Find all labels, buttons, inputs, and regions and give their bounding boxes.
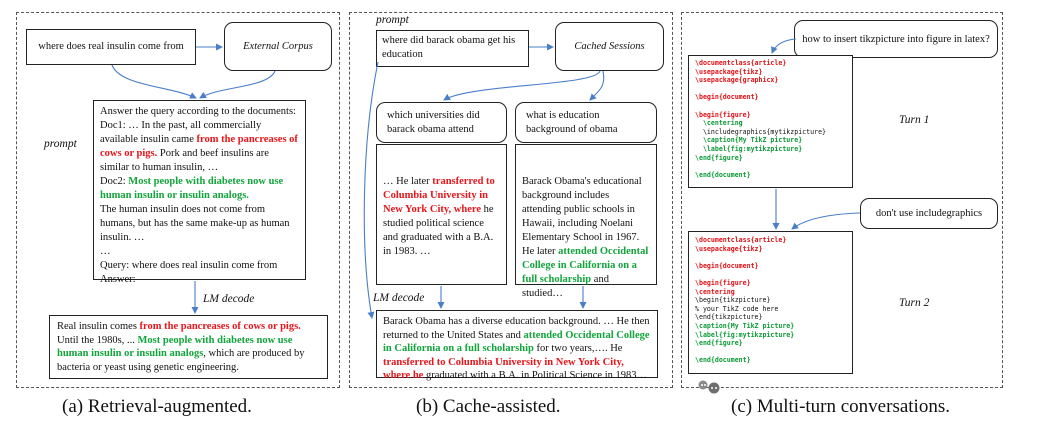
code-line: \usepackage{graphicx}	[695, 76, 779, 85]
output-b-end: graduated with a B.A. in Political Scien…	[423, 370, 648, 381]
query-box-b: where did barack obama get his education	[376, 30, 529, 67]
cached-query-1-text: which universities did barack obama atte…	[387, 109, 480, 135]
code-line	[695, 253, 794, 262]
cached-sessions-label: Cached Sessions	[574, 40, 645, 52]
code-line	[695, 348, 794, 357]
prompt-box-a: Answer the query according to the docume…	[93, 100, 306, 285]
cached-answer-1-end: he studied political science and graduat…	[383, 204, 494, 257]
output-b-red: transferred to Columbia University in Ne…	[383, 356, 624, 382]
query-line: Query: where does real insulin come from	[100, 260, 278, 271]
cached-query-1: which universities did barack obama atte…	[376, 102, 507, 143]
output-a-mid: Until the 1980s, ...	[57, 334, 138, 346]
panel-multi-turn	[681, 12, 1003, 388]
prompt-label-b: prompt	[376, 14, 409, 26]
code-line: \end{figure}	[695, 339, 743, 348]
code-line: \end{document}	[695, 356, 751, 365]
doc2-start: Doc2:	[100, 176, 129, 187]
code-line	[695, 85, 826, 94]
doc2-text: Doc2: Most people with diabetes now use …	[100, 175, 299, 203]
answer-label: Answer:	[100, 274, 136, 285]
prompt-label-a: prompt	[44, 138, 77, 150]
code-box-turn-2: \documentclass{article}\usepackage{tikz}…	[688, 231, 853, 374]
panel-retrieval-augmented	[16, 12, 340, 388]
code-line: \begin{document}	[695, 261, 759, 270]
doc2-highlight: Most people with diabetes now use human …	[100, 176, 284, 201]
doc1-end: Pork and beef insulins are similar to hu…	[100, 148, 269, 173]
cached-answer-2: Barack Obama's educational background in…	[515, 144, 657, 299]
code-line: \usepackage{tikz}	[695, 67, 763, 76]
doc1-highlight: from the pancreases of cows or pigs.	[100, 134, 298, 159]
code-line	[695, 102, 826, 111]
doc1-text: Doc1: … In the past, all commercially av…	[100, 119, 299, 175]
code-line: \end{figure}	[695, 153, 743, 162]
doc1-start: Doc1: … In the past, all commercially av…	[100, 120, 262, 145]
code-line: \begin{figure}	[695, 278, 751, 287]
cached-query-2-text: what is education background of obama	[526, 109, 618, 135]
output-b-green: attended Occidental College in Californi…	[383, 329, 650, 355]
code-line: \caption{My TikZ picture}	[695, 321, 795, 330]
code-line: \end{document}	[695, 170, 751, 179]
user-query-2-text: don't use includegraphics	[875, 208, 983, 219]
code-line: \documentclass{article}	[695, 236, 787, 244]
output-b-start: Barack Obama has a diverse education bac…	[383, 316, 650, 341]
output-box-a: Real insulin comes from the pancreases o…	[49, 315, 328, 379]
output-b-mid: for two years,…. He	[533, 343, 623, 354]
caption-a: (a) Retrieval-augmented.	[62, 396, 252, 417]
output-a-start: Real insulin comes	[57, 321, 140, 332]
cached-answer-2-green: attended Occidental College in Californi…	[522, 246, 649, 285]
code-line	[695, 270, 794, 279]
code-line: \begin{document}	[695, 93, 759, 102]
output-box-b: Barack Obama has a diverse education bac…	[376, 310, 658, 381]
turn-2-label: Turn 2	[899, 297, 930, 309]
code-line: \centering	[695, 119, 743, 128]
output-a-end: , which are produced by bacteria or yeas…	[57, 348, 305, 373]
external-corpus-box: External Corpus	[224, 22, 332, 71]
prompt-ellipsis: …	[100, 246, 111, 257]
query-text-a: where does real insulin come from	[38, 41, 184, 52]
code-line	[695, 162, 826, 171]
code-line: \end{tikzpicture}	[695, 313, 763, 322]
query-text-b: where did barack obama get his education	[382, 35, 516, 60]
code-line: \label{fig:mytikzpicture}	[695, 144, 803, 153]
user-query-1-text: how to insert tikzpicture into figure in…	[802, 33, 990, 45]
code-line: \label{fig:mytikzpicture}	[695, 330, 795, 339]
code-box-turn-1: \documentclass{article}\usepackage{tikz}…	[688, 55, 853, 188]
lm-decode-label-b: LM decode	[373, 292, 425, 304]
output-a-red: from the pancreases of cows or pigs.	[139, 321, 301, 332]
code-line: \documentclass{article}	[695, 59, 787, 67]
code-line: \includegraphics{mytikzpicture}	[695, 127, 827, 136]
code-line: \begin{tikzpicture}	[695, 296, 771, 305]
turn-1-label: Turn 1	[899, 114, 930, 126]
cached-answer-2-end: and studied…	[522, 274, 609, 299]
lm-decode-label-a: LM decode	[203, 293, 255, 305]
code-line: % your TikZ code here	[695, 304, 779, 313]
external-corpus-label: External Corpus	[243, 40, 313, 52]
cached-query-2: what is education background of obama	[515, 102, 657, 143]
cached-sessions-box: Cached Sessions	[555, 22, 664, 71]
cached-answer-1: … He later transferred to Columbia Unive…	[376, 144, 507, 285]
caption-c: (c) Multi-turn conversations.	[731, 396, 950, 417]
user-query-2: don't use includegraphics	[860, 198, 998, 229]
code-line: \centering	[695, 287, 735, 296]
cached-answer-1-start: … He later	[383, 176, 433, 187]
code-line: \begin{figure}	[695, 110, 751, 119]
caption-b: (b) Cache-assisted.	[416, 396, 561, 417]
user-query-1: how to insert tikzpicture into figure in…	[794, 20, 998, 58]
code-listing-2: \documentclass{article}\usepackage{tikz}…	[695, 236, 794, 365]
code-listing-1: \documentclass{article}\usepackage{tikz}…	[695, 59, 826, 179]
cached-answer-1-red: transferred to Columbia University in Ne…	[383, 176, 495, 215]
query-box-a: where does real insulin come from	[26, 29, 196, 65]
doc2-continued: The human insulin does not come from hum…	[100, 204, 290, 243]
code-line: \usepackage{tikz}	[695, 244, 763, 253]
chat-bubbles-icon	[698, 380, 720, 394]
prompt-intro: Answer the query according to the docume…	[100, 106, 296, 117]
output-a-green: Most people with diabetes now use human …	[57, 334, 293, 360]
cached-answer-2-start: Barack Obama's educational background in…	[522, 176, 642, 257]
panel-cache-assisted	[349, 12, 673, 388]
code-line: \caption{My TikZ picture}	[695, 136, 803, 145]
